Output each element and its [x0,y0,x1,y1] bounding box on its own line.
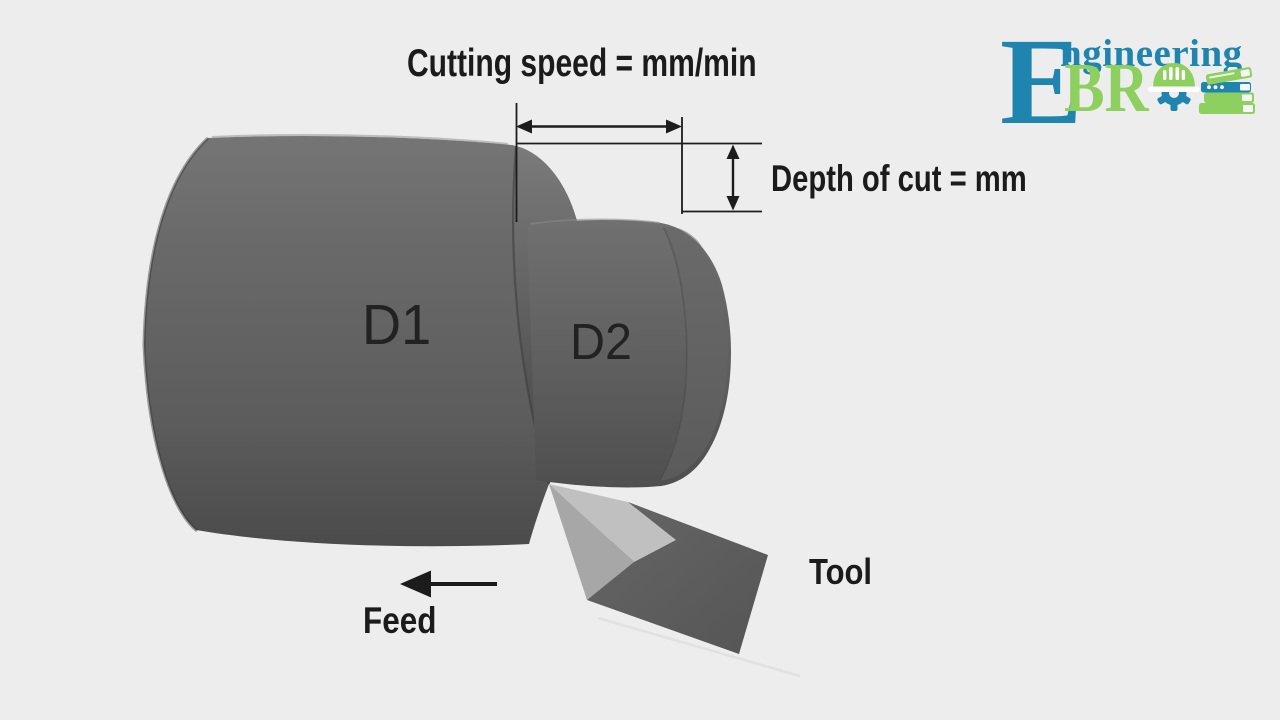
engineering-bro-logo: E ngineering BR [998,10,1264,144]
book-stack-icon [1199,67,1255,114]
cutting-speed-dimension [515,103,683,222]
d2-end-face [660,227,728,481]
arrowhead-left-icon [516,119,532,134]
hardhat-gear-icon [1148,63,1200,111]
d2-label: D2 [570,313,632,370]
book-2 [1201,82,1251,93]
logo-initial: E [1000,13,1083,150]
logo-word-top: ngineering [1060,32,1243,75]
cutting-speed-label: Cutting speed = mm/min [407,42,757,85]
feed-label: Feed [363,600,437,641]
book-1 [1205,67,1253,85]
workpiece-d2 [527,218,731,488]
tool-label: Tool [809,551,873,592]
feed-arrowhead-icon [400,570,431,598]
depth-of-cut-label: Depth of cut = mm [771,158,1027,199]
depth-of-cut-dimension [516,142,762,213]
hardhat-icon [1148,63,1200,92]
tool-face-light [549,484,676,562]
book-4 [1199,103,1255,114]
d1-body [144,135,589,547]
logo-word-bottom: BR [1064,50,1149,127]
d1-label: D1 [362,293,432,357]
arrowhead-down-icon [726,196,740,211]
d2-body [527,219,731,488]
arrowhead-up-icon [726,144,740,159]
d1-top-highlight [211,133,509,145]
tool-face-medium [549,484,634,600]
d2-top-highlight [529,218,661,225]
d1-left-rim [142,136,210,533]
cutting-tool [549,484,768,654]
book-3 [1204,92,1254,103]
floor-shadow-line [597,616,801,678]
arrowhead-right-icon [666,119,682,134]
feed-arrow [400,570,497,598]
